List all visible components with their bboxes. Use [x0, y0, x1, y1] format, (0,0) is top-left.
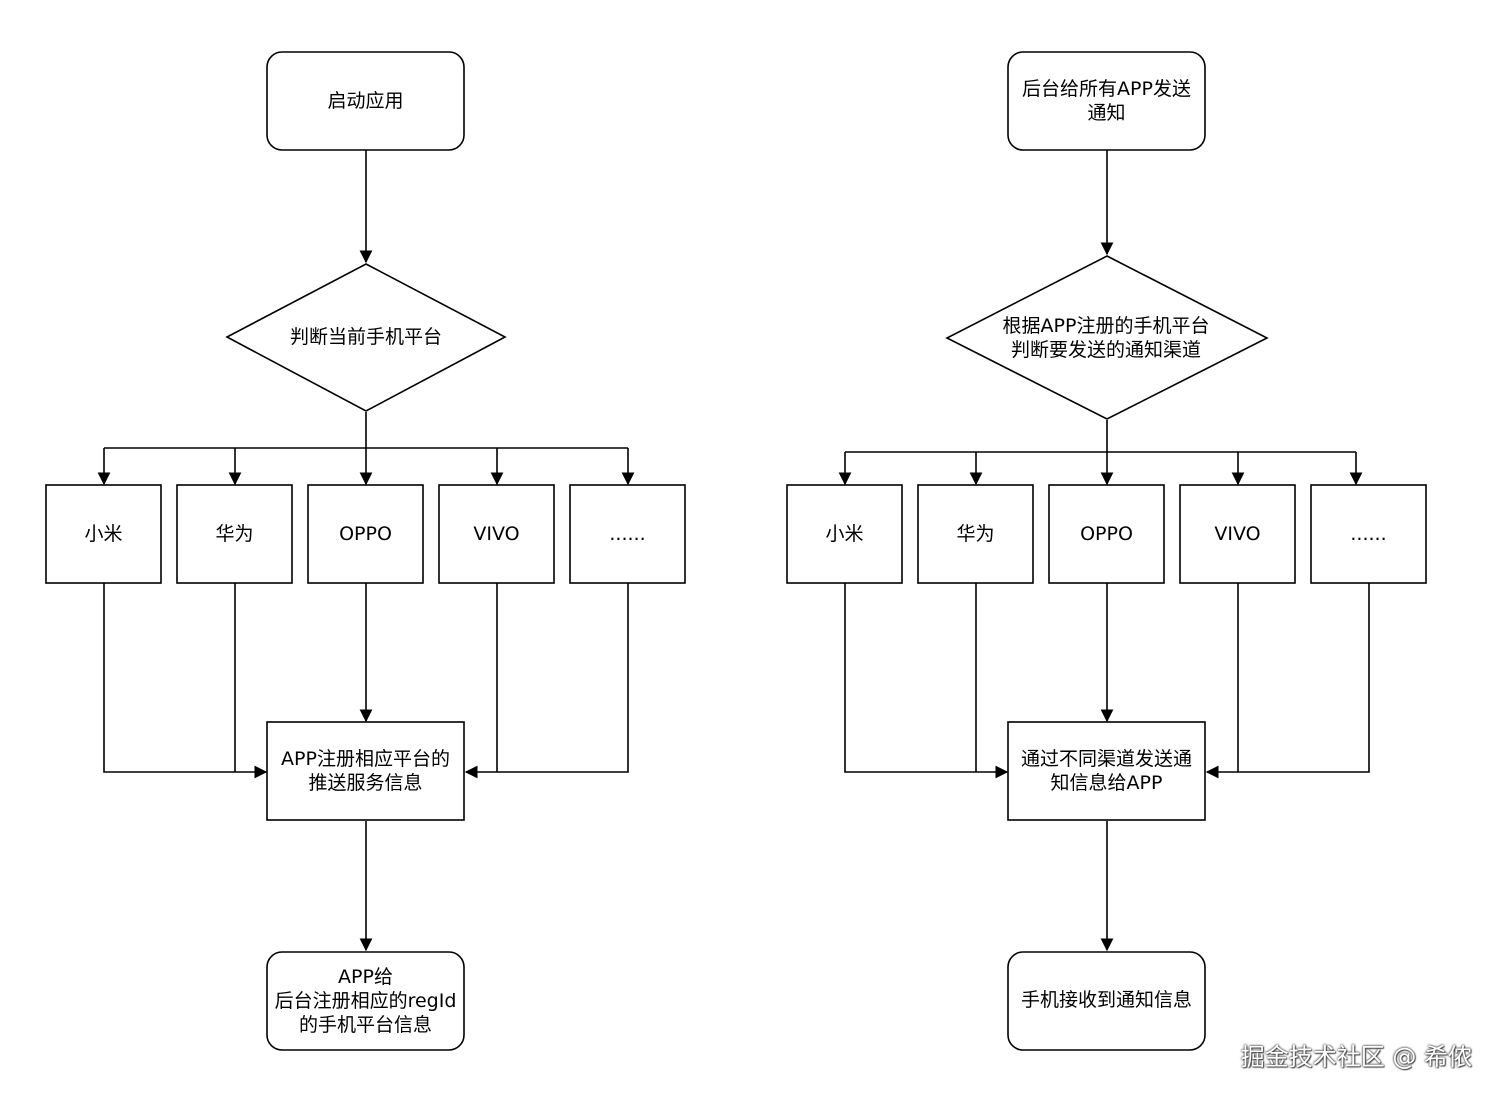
- right-end-node: 手机接收到通知信息: [1007, 951, 1206, 1051]
- left-end-label-line3: 的手机平台信息: [299, 1014, 432, 1036]
- left-merge-label-line2: 推送服务信息: [308, 772, 422, 794]
- left-start-label: 启动应用: [327, 90, 403, 112]
- right-platform-label: VIVO: [1214, 523, 1260, 545]
- left-platform-more: ......: [569, 484, 686, 584]
- right-end-label: 手机接收到通知信息: [1021, 989, 1192, 1011]
- right-start-label-line1: 后台给所有APP发送: [1022, 78, 1191, 100]
- left-flow: 启动应用 判断当前手机平台 小米 华为 OPPO VIVO ......: [45, 51, 686, 1051]
- edge-xiaomi-to-merge: [103, 583, 268, 779]
- right-start-label-line2: 通知: [1087, 102, 1125, 124]
- left-platform-oppo: OPPO: [307, 484, 424, 584]
- right-platform-xiaomi: 小米: [786, 484, 903, 584]
- edge-decision-split: [845, 420, 1356, 453]
- left-decision-label: 判断当前手机平台: [290, 326, 442, 348]
- right-merge-node: 通过不同渠道发送通 知信息给APP: [1007, 721, 1206, 821]
- left-platform-vivo: VIVO: [438, 484, 555, 584]
- right-platform-label: 华为: [956, 523, 994, 545]
- left-merge-node: APP注册相应平台的 推送服务信息: [266, 721, 465, 821]
- right-flow: 后台给所有APP发送 通知 根据APP注册的手机平台 判断要发送的通知渠道 小米…: [786, 51, 1427, 1051]
- right-decision-label-line1: 根据APP注册的手机平台: [1003, 315, 1210, 337]
- left-start-node: 启动应用: [266, 51, 465, 151]
- edge-more-to-merge: [1205, 583, 1370, 779]
- left-platform-label: ......: [609, 523, 645, 545]
- left-platform-label: 小米: [84, 523, 122, 545]
- right-decision-label-line2: 判断要发送的通知渠道: [1011, 339, 1201, 361]
- left-platform-label: VIVO: [473, 523, 519, 545]
- left-edges: [97, 150, 635, 952]
- left-end-label-line1: APP给: [338, 966, 393, 988]
- left-end-label-line2: 后台注册相应的regId: [275, 990, 457, 1012]
- watermark: 掘金技术社区 @ 希侬: [1240, 1043, 1472, 1071]
- left-platform-huawei: 华为: [176, 484, 293, 584]
- edge-xiaomi-to-merge: [844, 583, 1009, 779]
- left-platform-label: 华为: [215, 523, 253, 545]
- right-platform-oppo: OPPO: [1048, 484, 1165, 584]
- left-merge-label-line1: APP注册相应平台的: [281, 748, 450, 770]
- right-platform-label: OPPO: [1080, 523, 1133, 545]
- right-merge-label-line2: 知信息给APP: [1051, 772, 1163, 794]
- left-platform-label: OPPO: [339, 523, 392, 545]
- right-platform-vivo: VIVO: [1179, 484, 1296, 584]
- edge-more-to-merge: [464, 583, 629, 779]
- right-platform-label: 小米: [825, 523, 863, 545]
- left-decision-node: 判断当前手机平台: [225, 263, 507, 412]
- right-merge-label-line1: 通过不同渠道发送通: [1021, 748, 1192, 770]
- right-platform-more: ......: [1310, 484, 1427, 584]
- right-platform-label: ......: [1350, 523, 1386, 545]
- right-platform-huawei: 华为: [917, 484, 1034, 584]
- right-decision-node: 根据APP注册的手机平台 判断要发送的通知渠道: [945, 255, 1269, 420]
- right-edges: [838, 150, 1370, 952]
- left-platform-xiaomi: 小米: [45, 484, 162, 584]
- left-end-node: APP给 后台注册相应的regId 的手机平台信息: [266, 951, 465, 1051]
- right-start-node: 后台给所有APP发送 通知: [1007, 51, 1206, 151]
- edge-decision-split: [104, 412, 628, 449]
